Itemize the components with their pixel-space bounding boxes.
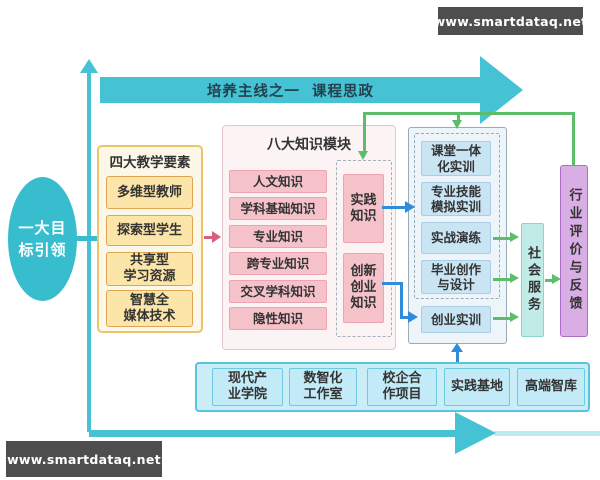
- goal-ellipse: 一大目 标引领: [8, 177, 77, 301]
- training-item-entrepreneurship: 创业实训: [421, 306, 491, 333]
- training-dashed-group: [414, 133, 500, 299]
- connector-innovation-arrowhead: [408, 311, 418, 323]
- platform-digital-studio: 数智化 工作室: [289, 368, 357, 406]
- training-item-skill-simulation: 专业技能 模拟实训: [421, 182, 491, 216]
- watermark-bottom: www.smartdataq.net: [6, 441, 162, 477]
- watermark-top: www.smartdataq.net: [434, 7, 587, 35]
- feedback-drop-to-training: [457, 112, 460, 122]
- left-line-up-arrowhead: [80, 59, 98, 73]
- bottom-line-arrowhead: [455, 412, 496, 454]
- feedback-line-right-vertical: [572, 112, 575, 165]
- knowledge-innovation-box: 创新 创业 知识: [343, 253, 384, 323]
- platform-practice-base: 实践基地: [444, 368, 510, 406]
- social-service-box: 社会服务: [521, 223, 544, 337]
- knowledge-item-humanities: 人文知识: [229, 170, 327, 193]
- knowledge-modules-title: 八大知识模块: [267, 137, 351, 153]
- feedback-line-horizontal: [363, 112, 574, 115]
- feedback-drop-to-knowledge: [363, 112, 366, 153]
- training-item-practical-drill: 实战演练: [421, 222, 491, 254]
- connector-innovation-seg2: [400, 282, 403, 319]
- connector-entrepreneurship-to-service: [493, 317, 511, 320]
- connector-service-to-evaluation: [545, 279, 553, 282]
- feedback-training-arrowhead: [452, 120, 462, 129]
- main-line-arrow-body: [100, 77, 481, 103]
- platform-think-tank: 高端智库: [517, 368, 585, 406]
- training-item-graduation-design: 毕业创作 与设计: [421, 260, 491, 294]
- teaching-item-media-tech: 智慧全 媒体技术: [106, 290, 193, 327]
- connector-drill-arrowhead: [510, 232, 519, 242]
- connector-entrepreneurship-arrowhead: [510, 312, 519, 322]
- bottom-line: [89, 430, 457, 437]
- knowledge-item-cross-professional: 跨专业知识: [229, 252, 327, 275]
- feedback-knowledge-arrowhead: [358, 151, 368, 160]
- platform-school-enterprise: 校企合 作项目: [367, 368, 437, 406]
- bottom-line-tail: [494, 431, 600, 436]
- connector-design-to-service: [493, 278, 511, 281]
- main-line-label: 培养主线之一 课程思政: [206, 83, 375, 100]
- teaching-item-students: 探索型学生: [106, 215, 193, 246]
- connector-service-arrowhead: [552, 274, 561, 284]
- left-vertical-line: [87, 72, 91, 432]
- teaching-item-resources: 共享型 学习资源: [106, 252, 193, 286]
- industry-evaluation-box: 行业评价与反馈: [560, 165, 588, 337]
- goal-connector: [75, 236, 99, 241]
- connector-practice-arrowhead: [405, 201, 415, 213]
- knowledge-item-tacit: 隐性知识: [229, 307, 327, 330]
- platform-industry-college: 现代产 业学院: [212, 368, 283, 406]
- connector-innovation-seg1: [382, 282, 403, 285]
- connector-platforms-to-training: [456, 351, 459, 362]
- training-item-classroom: 课堂一体 化实训: [421, 141, 491, 176]
- connector-design-arrowhead: [510, 273, 519, 283]
- connector-innovation-seg3: [400, 316, 409, 319]
- knowledge-item-discipline-basics: 学科基础知识: [229, 197, 327, 220]
- connector-platforms-arrowhead: [451, 343, 463, 352]
- connector-practice-to-training: [382, 206, 406, 209]
- connector-teaching-to-knowledge-arrowhead: [212, 231, 221, 243]
- knowledge-item-professional: 专业知识: [229, 225, 327, 248]
- teaching-item-teachers: 多维型教师: [106, 176, 193, 209]
- connector-teaching-to-knowledge: [204, 236, 213, 239]
- knowledge-practice-box: 实践 知识: [343, 174, 384, 243]
- knowledge-item-interdisciplinary: 交叉学科知识: [229, 280, 327, 303]
- connector-drill-to-service: [493, 237, 511, 240]
- teaching-elements-title: 四大教学要素: [109, 155, 191, 171]
- knowledge-dashed-group: [336, 160, 392, 337]
